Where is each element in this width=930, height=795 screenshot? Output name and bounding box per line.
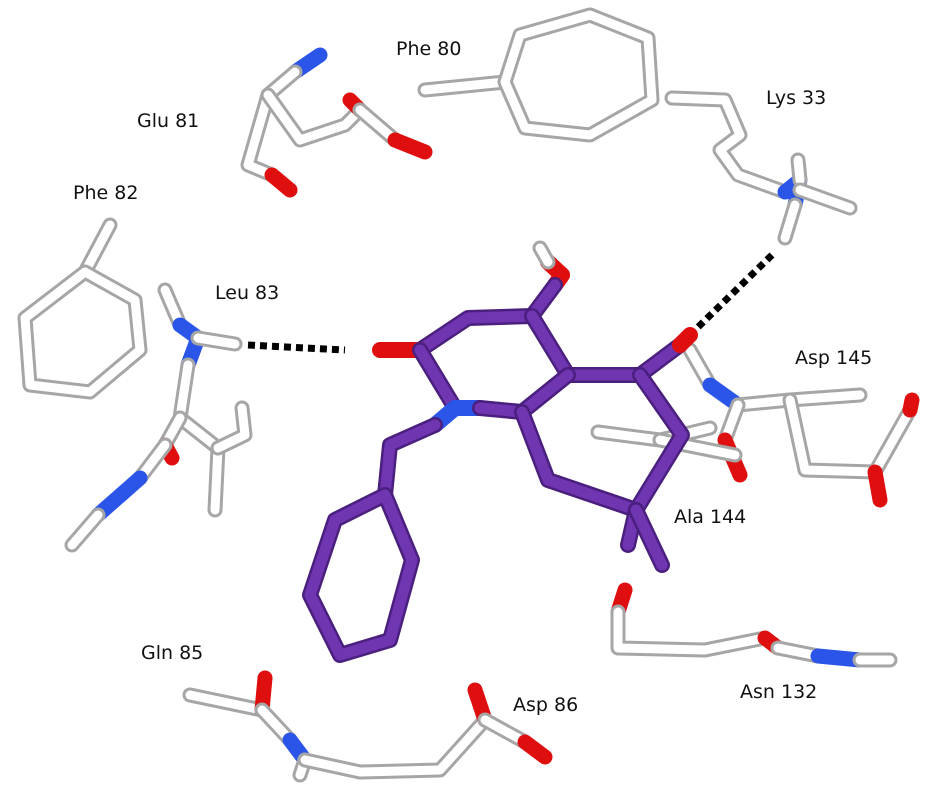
asp86-bond-1: [480, 715, 530, 747]
hbond-lys33: [687, 252, 775, 338]
leu83-bond-4: [213, 403, 250, 453]
label-asn132: Asn 132: [740, 681, 817, 703]
leu83-bond-3: [175, 360, 223, 515]
glu81-bond-6: [390, 135, 430, 157]
ligand-bond-3: [414, 279, 561, 356]
ligand-molecule: [302, 240, 698, 663]
residue-phe80: [417, 7, 660, 143]
label-asp145: Asp 145: [795, 347, 872, 369]
asn132-bond-1: [613, 607, 770, 655]
lys33-bond-2: [793, 155, 805, 185]
ligand-bond-11: [379, 419, 441, 501]
lys33-bond-0: [667, 93, 790, 197]
label-phe80: Phe 80: [396, 38, 461, 60]
residue-sticks: [17, 7, 920, 783]
leu83-bond-8: [93, 473, 145, 520]
leu83-bond-9: [67, 510, 103, 550]
phe80-bond-1: [500, 10, 657, 140]
glu81-bond-1: [243, 67, 300, 180]
residue-asn132: [610, 582, 898, 668]
label-phe82: Phe 82: [73, 182, 138, 204]
label-glu81: Glu 81: [137, 110, 199, 132]
lys33-bond-3: [795, 185, 855, 213]
ligand-h-1: [535, 243, 553, 267]
asp145-bond-5: [905, 395, 917, 415]
gln85-bond-0: [185, 690, 267, 715]
label-gln85: Gln 85: [141, 642, 203, 664]
glu81-bond-5: [355, 105, 400, 145]
asp145-bond-3: [785, 395, 880, 477]
hydrogen-bonds: [247, 252, 775, 354]
label-asp86: Asp 86: [513, 694, 578, 716]
leu83-bond-2: [193, 333, 240, 349]
phe82-bond-1: [20, 267, 145, 397]
residue-asp145: [682, 342, 920, 508]
asp86-bond-2: [520, 737, 550, 762]
phe80-bond-0: [420, 77, 510, 95]
hbond-leu83: [247, 341, 346, 354]
asp145-bond-6: [870, 467, 885, 505]
residue-leu83: [64, 282, 253, 553]
ligand-atom-5: [674, 329, 696, 351]
ligand-bond-15: [304, 489, 418, 661]
label-ala144: Ala 144: [674, 506, 746, 528]
residue-phe82: [17, 217, 148, 400]
residue-gln85: [182, 670, 493, 783]
gln85-bond-5: [300, 715, 490, 777]
residue-glu81: [240, 47, 433, 198]
label-lys33: Lys 33: [766, 87, 826, 109]
asp145-bond-4: [870, 405, 915, 477]
phe82-bond-0: [80, 220, 115, 277]
residue-lys33: [664, 90, 858, 246]
ligand-bond-4: [526, 310, 686, 381]
residue-labels: Phe 80 Glu 81 Lys 33 Phe 82 Leu 83 Asp 1…: [73, 38, 872, 716]
ligand-bond-7: [414, 344, 461, 414]
glu81-bond-2: [267, 170, 295, 195]
glu81-bond-3: [263, 90, 365, 145]
lys33-bond-4: [780, 200, 800, 243]
residue-asp86: [467, 682, 553, 765]
label-leu83: Leu 83: [215, 282, 279, 304]
ligand-bond-14: [630, 504, 668, 571]
